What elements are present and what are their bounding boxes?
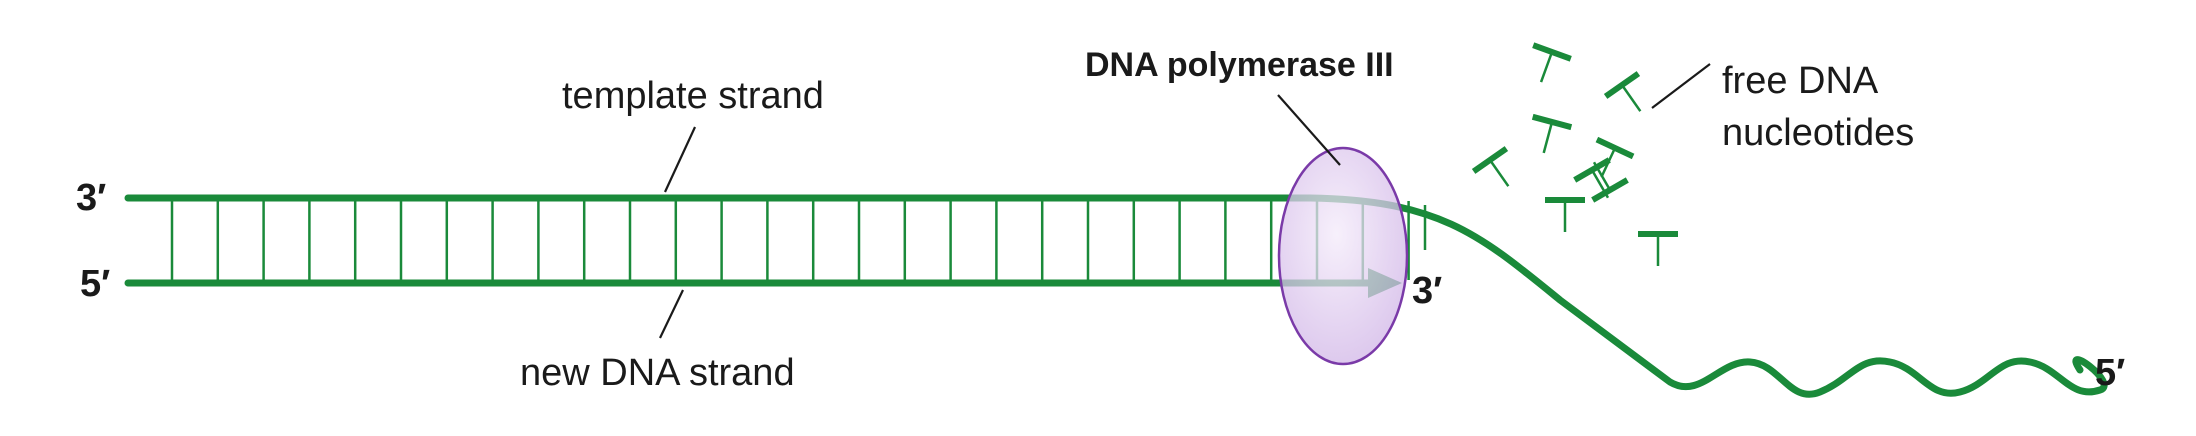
polymerase-leader	[1277, 94, 1341, 166]
free-nucleotide	[1545, 197, 1585, 232]
dna-polymerase-label: DNA polymerase III	[1085, 46, 1394, 84]
free-nucleotide	[1591, 161, 1629, 203]
free-nucleotide	[1532, 42, 1572, 83]
template-strand-leader	[664, 126, 696, 193]
new-dna-strand-label: new DNA strand	[520, 352, 795, 394]
free-nucleotide	[1531, 113, 1573, 154]
template-strand-label: template strand	[562, 75, 824, 117]
template-3-prime-label: 3′	[76, 177, 106, 219]
new-strand-3-prime-label: 3′	[1412, 270, 1442, 312]
template-strand-line	[124, 194, 2108, 398]
free-nucleotide	[1471, 146, 1510, 187]
free-nucleotide	[1603, 71, 1642, 112]
new-strand-5-prime-label: 5′	[80, 263, 110, 305]
free-nucleotides-label-line2: nucleotides	[1722, 112, 1914, 154]
free-nucleotides	[1471, 42, 1678, 266]
new-strand-leader	[659, 289, 684, 339]
template-5-prime-label: 5′	[2095, 352, 2125, 394]
free-nucleotides-label-line1: free DNA	[1722, 60, 1879, 102]
dna-polymerase-iii-ellipse	[1277, 146, 1409, 366]
free-nucleotide	[1638, 231, 1678, 266]
base-pair-rungs	[170, 201, 1410, 280]
free-nucleotides-leader	[1651, 63, 1711, 109]
